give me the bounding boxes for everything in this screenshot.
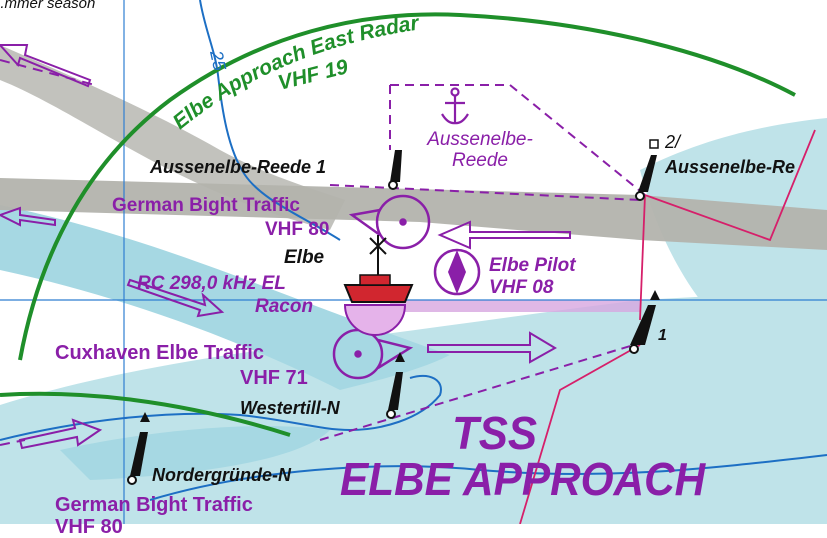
dashed-track-lower <box>0 439 26 446</box>
buoy-base <box>635 191 645 201</box>
dashed-track-lines <box>0 59 96 446</box>
depth-contour-bottom <box>149 454 827 501</box>
arrow-eastbound <box>427 331 557 364</box>
buoy-westertill-label: Westertill-N <box>240 398 340 418</box>
vts-dot-bottom <box>354 350 362 358</box>
anchor-ring <box>450 87 460 97</box>
vts-tail-bottom <box>377 338 414 370</box>
vts-german-bight-bottom-channel: VHF 80 <box>55 516 123 538</box>
anchorage-name-line2: Reede <box>452 150 508 171</box>
vts-german-bight-top-channel: VHF 80 <box>265 219 330 240</box>
anchorage-name-line1: Aussenelbe- <box>427 129 533 150</box>
northwest-lane <box>0 45 345 230</box>
buoy-base <box>127 475 137 485</box>
buoy-elbe1-number: 1 <box>658 327 667 344</box>
chart-grid <box>0 0 827 524</box>
buoy-body <box>630 305 656 345</box>
arrow-westbound <box>437 220 571 250</box>
radar-coverage-arc-lower <box>0 391 291 437</box>
traffic-lanes <box>0 45 827 312</box>
vts-german-bight-bottom-name: German Bight Traffic <box>55 494 253 516</box>
buoy-body <box>638 155 657 192</box>
depth-contour-25 <box>199 0 341 241</box>
anchorage-boundary <box>319 84 651 441</box>
vts-cuxhaven-name: Cuxhaven Elbe Traffic <box>55 342 264 364</box>
shallow-bank <box>60 426 330 480</box>
buoy-body <box>130 432 148 476</box>
lightship-hull <box>343 284 414 303</box>
deep-water-band <box>390 300 640 312</box>
anchorage-boundary-line <box>390 84 646 196</box>
lightship-name: Elbe <box>284 247 325 268</box>
limit-line-lower <box>519 344 641 524</box>
arrow-northwest <box>0 44 92 88</box>
tss-boundary-line <box>319 339 651 441</box>
buoy-topmark <box>650 290 660 300</box>
buoy-reede2-label: Aussenelbe-Re <box>665 157 796 177</box>
inbound-lane <box>0 178 827 250</box>
buoy-topmark <box>649 139 659 149</box>
buoy-topmark <box>395 352 405 362</box>
tss-title-line1: TSS <box>452 407 537 459</box>
lightship-deckhouse <box>359 274 391 286</box>
depth-contour-label: 25 <box>206 48 230 74</box>
radar-coverage-arc <box>18 12 796 361</box>
lightship-radio-line2: Racon <box>255 296 314 317</box>
anchor-icon <box>441 87 469 125</box>
buoy-nordergrunde-label: Nordergründe-N <box>152 465 291 485</box>
buoy-body <box>388 372 403 410</box>
pilot-channel: VHF 08 <box>489 277 554 298</box>
vts-german-bight-top-name: German Bight Traffic <box>112 195 300 216</box>
top-fragment-text: ...mmer season <box>0 0 96 12</box>
anchorage-label: Aussenelbe- Reede <box>400 130 560 170</box>
buoy-base <box>388 180 398 190</box>
buoy-reede1-label: Aussenelbe-Reede 1 <box>150 157 327 177</box>
arrow-southeast-small <box>126 278 225 318</box>
buoy-base <box>386 409 396 419</box>
limit-line-upper <box>644 129 816 242</box>
lightship-icon <box>343 235 414 303</box>
light-star-icon <box>369 235 387 256</box>
vts-symbol-top <box>348 194 431 250</box>
buoy-base <box>629 344 639 354</box>
depth-contour-lower <box>0 375 442 441</box>
buoy-reede2-number: 2/ <box>665 132 681 152</box>
vts-dot-top <box>399 218 407 226</box>
anchor-arms <box>441 113 469 125</box>
buoy-reede2-icon <box>635 139 659 201</box>
anchorage-boundary-bottom <box>329 184 641 201</box>
traffic-arrows <box>0 44 571 450</box>
pilot-name: Elbe Pilot <box>489 255 576 276</box>
limit-line-vertical <box>639 194 646 321</box>
pilot-diamond <box>448 250 466 294</box>
lightship-radio-line1: RC 298,0 kHz EL <box>137 273 286 294</box>
buoy-body <box>390 150 402 182</box>
tss-title-line2: ELBE APPROACH <box>340 453 706 505</box>
vts-circle-top <box>375 194 431 250</box>
depth-contours <box>0 0 827 501</box>
arrow-west-upper <box>0 206 56 227</box>
racon-circle <box>343 304 407 336</box>
vts-cuxhaven-channel: VHF 71 <box>240 367 308 389</box>
buoy-elbe1-icon <box>629 290 660 354</box>
vts-tail-top <box>348 208 381 237</box>
limit-lines <box>519 129 816 524</box>
arrow-east-lower <box>18 418 103 450</box>
pilot-station-icon <box>433 248 481 296</box>
buoy-topmark <box>140 412 150 422</box>
buoy-westertill-icon <box>386 352 405 419</box>
buoy-nordergrunde-icon <box>127 412 150 485</box>
nautical-chart: Elbe Approach East Radar VHF 19 25 <box>0 0 827 524</box>
buoy-reede1-icon <box>388 150 402 190</box>
